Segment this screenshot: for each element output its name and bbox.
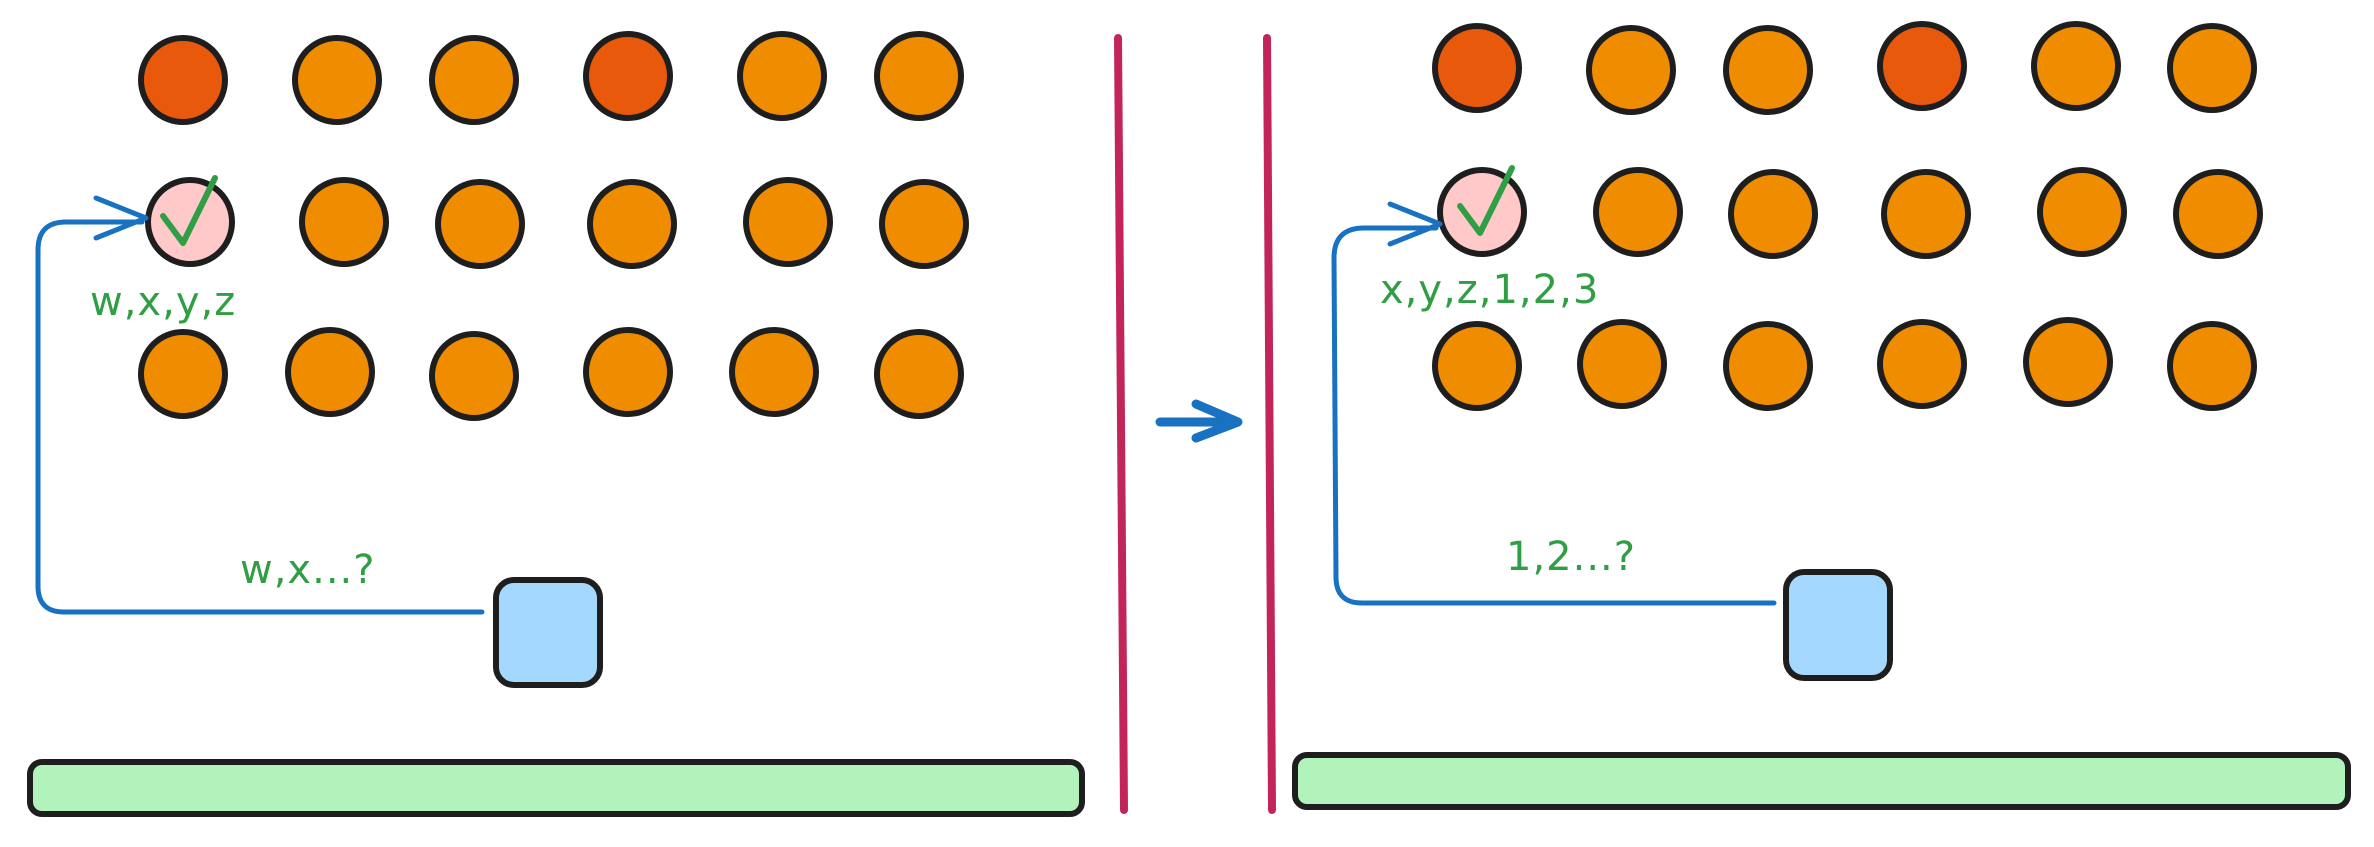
node-after-r1-c3 [1723, 25, 1813, 115]
base-bar-after [1292, 752, 2351, 810]
node-after-r3-c2 [1577, 319, 1667, 409]
node-after-r3-c3 [1723, 321, 1813, 411]
grid-label-after: x,y,z,1,2,3 [1380, 267, 1599, 313]
node-after-r3-c4 [1877, 319, 1967, 409]
client-box-before [493, 577, 603, 688]
node-after-r3-c1 [1432, 321, 1522, 411]
divider-right [1263, 34, 1276, 814]
node-after-r1-c5 [2031, 21, 2121, 111]
client-label-after: 1,2...? [1506, 534, 1636, 580]
panel-before: w,x,y,z w,x...? [27, 31, 1085, 817]
node-before-r3-c4 [583, 327, 673, 417]
node-before-r3-c5 [729, 327, 819, 417]
node-before-r1-c1 [138, 35, 228, 125]
check-icon [160, 175, 218, 246]
base-bar-before [27, 759, 1085, 817]
arrow-right-icon [1155, 399, 1243, 443]
node-before-r2-c4 [587, 179, 677, 269]
client-box-after [1783, 569, 1893, 681]
node-after-r3-c5 [2023, 317, 2113, 407]
node-before-r3-c1 [138, 329, 228, 419]
node-before-r2-c5 [743, 177, 833, 267]
node-before-r1-c3 [429, 35, 519, 125]
node-after-r1-c1 [1432, 23, 1522, 113]
node-after-r2-c4 [1881, 169, 1971, 259]
node-before-r3-c6 [874, 329, 964, 419]
node-grid-before [138, 31, 969, 421]
node-after-r3-c6 [2167, 321, 2257, 411]
node-after-r1-c2 [1586, 25, 1676, 115]
node-before-r2-c6 [879, 179, 969, 269]
node-before-r1-c5 [737, 31, 827, 121]
node-after-r2-c6 [2173, 169, 2263, 259]
node-after-r2-c2 [1593, 167, 1683, 257]
node-before-r1-c2 [292, 35, 382, 125]
grid-label-before: w,x,y,z [90, 279, 236, 325]
check-icon [1457, 165, 1515, 236]
node-after-r1-c6 [2167, 23, 2257, 113]
node-after-r2-c3 [1728, 169, 1818, 259]
client-label-before: w,x...? [240, 547, 375, 593]
divider-left [1114, 34, 1128, 814]
node-before-r2-c2 [299, 177, 389, 267]
node-before-r1-c6 [874, 31, 964, 121]
connector-after [1331, 201, 1777, 606]
node-after-r2-c5 [2037, 167, 2127, 257]
connector-before [35, 195, 485, 615]
node-grid-after [1432, 21, 2263, 411]
node-after-r1-c4 [1877, 21, 1967, 111]
node-before-r3-c3 [429, 331, 519, 421]
node-before-r2-c3 [435, 179, 525, 269]
node-before-r3-c2 [285, 327, 375, 417]
node-after-r2-c1 [1437, 167, 1527, 257]
panel-after: x,y,z,1,2,3 1,2...? [1292, 21, 2351, 810]
node-before-r1-c4 [583, 31, 673, 121]
